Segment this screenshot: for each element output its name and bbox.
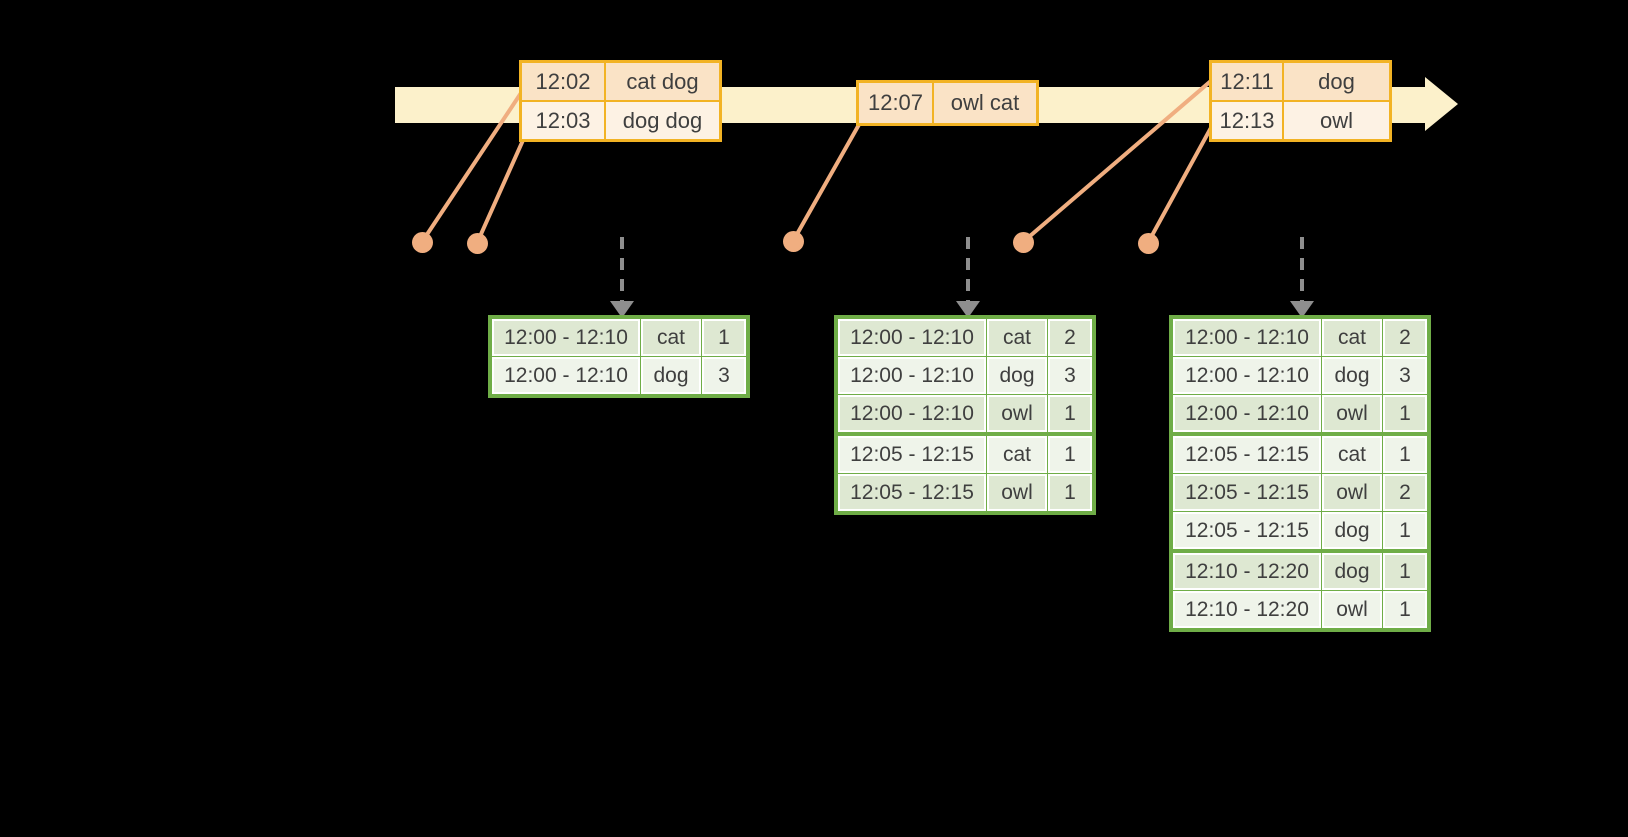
result-word-cell: dog xyxy=(1322,553,1382,590)
event-time-cell: 12:13 xyxy=(1212,102,1282,139)
result-word-cell: cat xyxy=(1322,436,1382,473)
trigger-arrow-dashed-line xyxy=(1300,237,1304,301)
result-count-cell: 1 xyxy=(1383,591,1427,628)
result-word-cell: dog xyxy=(987,357,1047,394)
result-count-cell: 3 xyxy=(1383,357,1427,394)
event-time-cell: 12:03 xyxy=(522,102,604,139)
event-words-cell: dog xyxy=(1284,63,1389,100)
result-count-cell: 1 xyxy=(1383,553,1427,590)
result-window-cell: 12:00 - 12:10 xyxy=(492,319,640,356)
result-window-cell: 12:00 - 12:10 xyxy=(1173,395,1321,432)
result-count-cell: 2 xyxy=(1383,474,1427,511)
result-count-cell: 1 xyxy=(1048,395,1092,432)
result-count-cell: 1 xyxy=(1048,474,1092,511)
result-window-cell: 12:05 - 12:15 xyxy=(838,474,986,511)
result-window-cell: 12:00 - 12:10 xyxy=(838,319,986,356)
result-window-cell: 12:00 - 12:10 xyxy=(838,395,986,432)
event-time-cell: 12:11 xyxy=(1212,63,1282,100)
result-word-cell: owl xyxy=(987,395,1047,432)
result-count-cell: 1 xyxy=(702,319,746,356)
result-count-cell: 2 xyxy=(1048,319,1092,356)
result-count-cell: 2 xyxy=(1383,319,1427,356)
result-word-cell: cat xyxy=(987,319,1047,356)
result-word-cell: owl xyxy=(987,474,1047,511)
event-words-cell: owl xyxy=(1284,102,1389,139)
result-count-cell: 3 xyxy=(702,357,746,394)
result-count-cell: 3 xyxy=(1048,357,1092,394)
result-count-cell: 1 xyxy=(1383,395,1427,432)
result-window-cell: 12:10 - 12:20 xyxy=(1173,553,1321,590)
event-words-cell: dog dog xyxy=(606,102,719,139)
result-word-cell: owl xyxy=(1322,474,1382,511)
result-word-cell: dog xyxy=(1322,512,1382,549)
result-word-cell: dog xyxy=(1322,357,1382,394)
event-dot xyxy=(1138,233,1159,254)
event-dot xyxy=(1013,232,1034,253)
result-count-cell: 1 xyxy=(1383,512,1427,549)
event-connector-line xyxy=(791,120,863,243)
result-window-cell: 12:10 - 12:20 xyxy=(1173,591,1321,628)
result-word-cell: cat xyxy=(641,319,701,356)
event-time-cell: 12:07 xyxy=(859,83,932,123)
result-word-cell: cat xyxy=(987,436,1047,473)
event-connector-line xyxy=(1145,123,1215,245)
result-word-cell: owl xyxy=(1322,591,1382,628)
trigger-arrow-dashed-line xyxy=(966,237,970,301)
result-window-cell: 12:05 - 12:15 xyxy=(1173,436,1321,473)
trigger-arrowhead-icon xyxy=(956,301,980,318)
result-window-cell: 12:00 - 12:10 xyxy=(1173,357,1321,394)
result-window-cell: 12:05 - 12:15 xyxy=(838,436,986,473)
result-word-cell: cat xyxy=(1322,319,1382,356)
result-count-cell: 1 xyxy=(1383,436,1427,473)
event-dot xyxy=(467,233,488,254)
result-word-cell: dog xyxy=(641,357,701,394)
result-window-cell: 12:00 - 12:10 xyxy=(492,357,640,394)
event-dot xyxy=(783,231,804,252)
trigger-arrowhead-icon xyxy=(610,301,634,318)
result-count-cell: 1 xyxy=(1048,436,1092,473)
result-word-cell: owl xyxy=(1322,395,1382,432)
trigger-arrowhead-icon xyxy=(1290,301,1314,318)
event-words-cell: owl cat xyxy=(934,83,1036,123)
trigger-arrow-dashed-line xyxy=(620,237,624,301)
result-window-cell: 12:05 - 12:15 xyxy=(1173,474,1321,511)
result-window-cell: 12:00 - 12:10 xyxy=(1173,319,1321,356)
event-words-cell: cat dog xyxy=(606,63,719,100)
result-window-cell: 12:05 - 12:15 xyxy=(1173,512,1321,549)
timeline-arrowhead-icon xyxy=(1425,77,1458,131)
result-window-cell: 12:00 - 12:10 xyxy=(838,357,986,394)
event-time-cell: 12:02 xyxy=(522,63,604,100)
event-dot xyxy=(412,232,433,253)
